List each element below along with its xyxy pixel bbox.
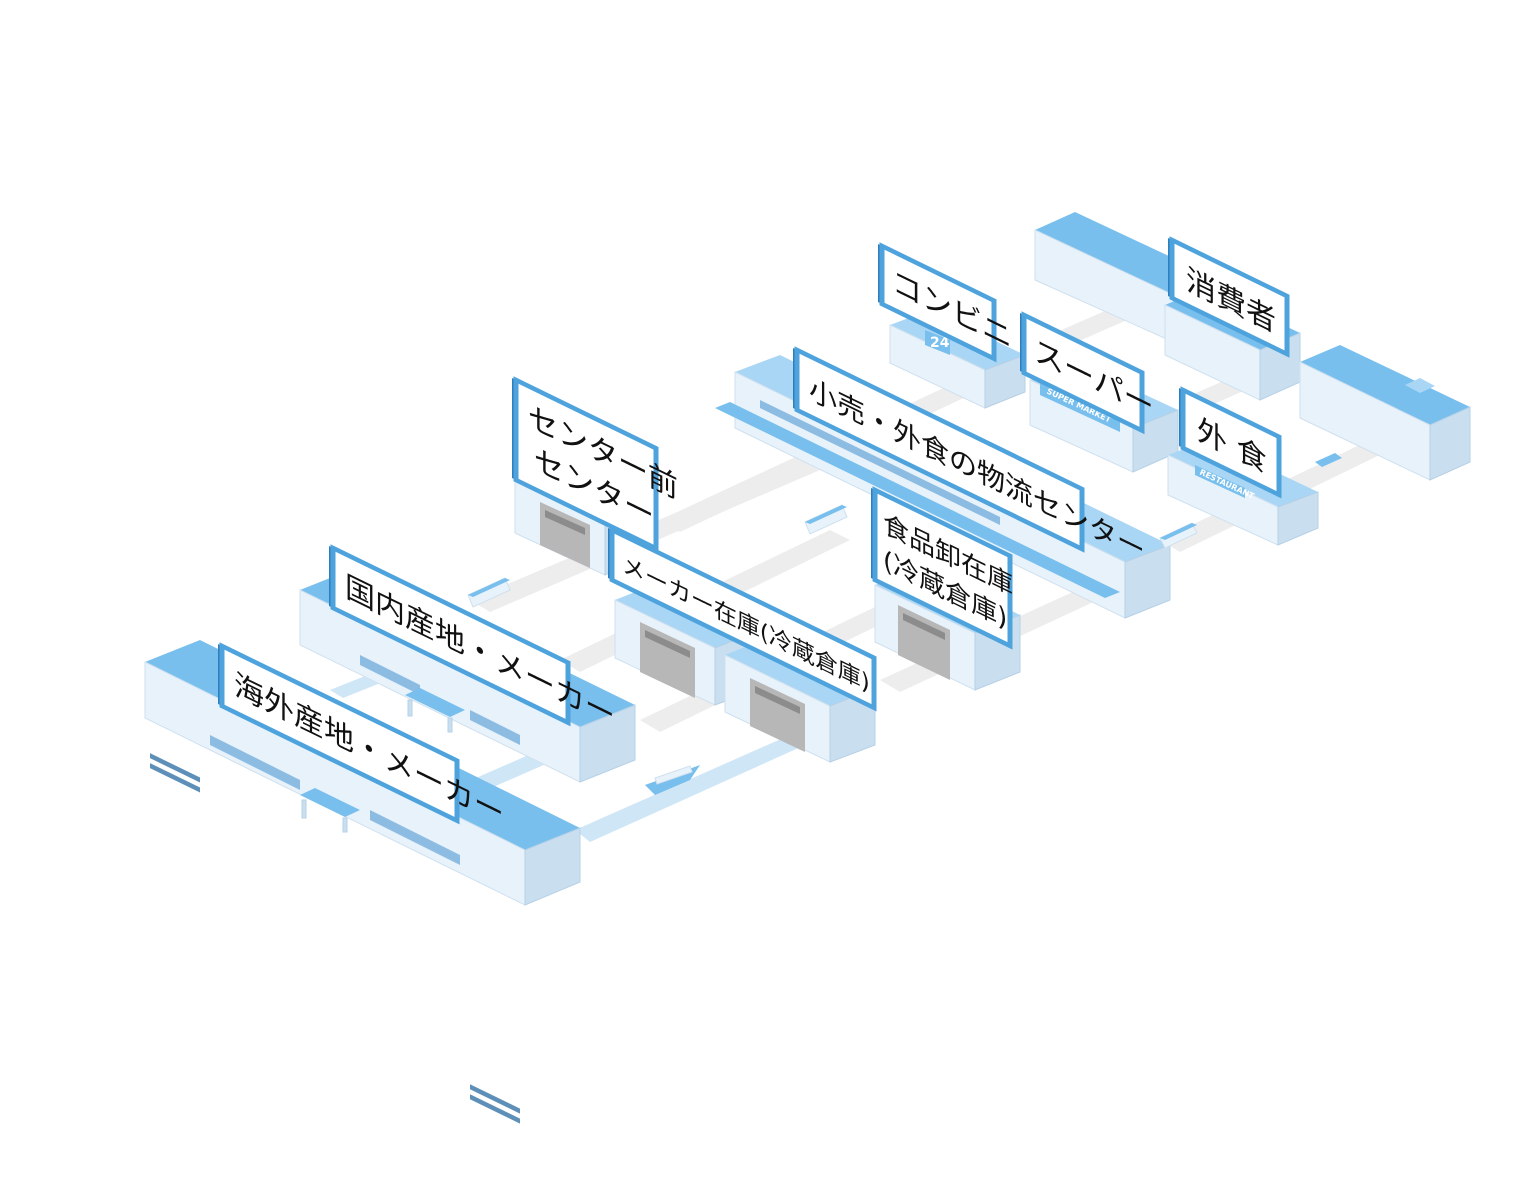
truck-2 (804, 504, 848, 535)
sign-consumer: 消費者 (1168, 236, 1290, 358)
truck-1 (467, 577, 511, 608)
truck-3 (1159, 522, 1198, 549)
store-24-label: 24 (930, 335, 950, 351)
vehicles (467, 453, 1342, 795)
overseas-window-bands (150, 753, 520, 1124)
shipping-lane (575, 735, 805, 842)
cargo-ship (645, 765, 700, 795)
car-1 (1315, 453, 1342, 467)
